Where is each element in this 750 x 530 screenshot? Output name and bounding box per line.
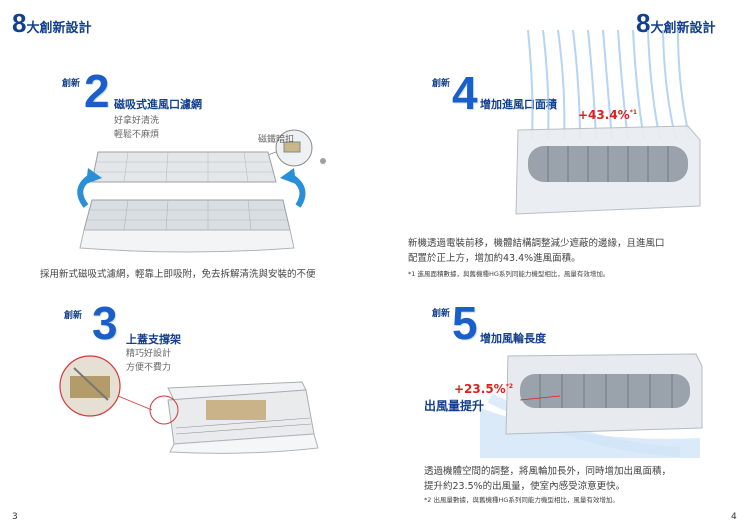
- page-number-right: 4: [731, 512, 737, 522]
- feature-2-caption: 採用新式磁吸式濾網，輕靠上即吸附，免去拆解清洗與安裝的不便: [40, 269, 316, 280]
- feature-2-number: 2: [84, 65, 110, 117]
- page-number-left: 3: [12, 512, 18, 522]
- feature-4-body-line-2: 配置於正上方，增加約43.4%進風面積。: [408, 253, 581, 264]
- feature-5-note: *2 出風量數據，與舊機種HG系列同能力機型相比，風量有效增加。: [424, 496, 619, 504]
- feature-4-body: 新機透過電裝前移，機體結構調整減少遮蔽的邊緣，且進風口 配置於正上方，增加約43…: [408, 236, 665, 266]
- intake-increase-unit: %: [617, 108, 630, 122]
- feature-5-body: 透過機體空間的調整，將風輪加長外，同時增加出風面積， 提升約23.5%的出風量，…: [424, 464, 671, 494]
- intake-airflow-illustration: [515, 30, 701, 215]
- feature-3-subtitle: 精巧好設計 方便不費力: [126, 347, 171, 375]
- feature-5-title: 增加風輪長度: [480, 332, 546, 345]
- feature-5-label: 創新: [432, 309, 451, 319]
- header-left-number: 8: [12, 8, 27, 38]
- feature-2-subtitle: 好拿好清洗 輕鬆不麻煩: [114, 114, 159, 142]
- feature-4-title: 增加進風口面積: [480, 98, 557, 111]
- header-right-number: 8: [636, 8, 651, 38]
- feature-3-sub-line-1: 精巧好設計: [126, 349, 172, 359]
- outflow-increase-value: +23.5: [454, 382, 494, 396]
- outflow-increase-label: 出風量提升: [424, 399, 485, 413]
- feature-5-body-line-1: 透過機體空間的調整，將風輪加長外，同時增加出風面積，: [424, 466, 672, 477]
- feature-4-body-line-1: 新機透過電裝前移，機體結構調整減少遮蔽的邊緣，且進風口: [408, 238, 665, 249]
- support-bracket-illustration: [59, 355, 319, 454]
- feature-5-number: 5: [452, 297, 478, 349]
- outflow-increase-badge: +23.5%*2: [454, 382, 513, 396]
- feature-3-label: 創新: [64, 311, 83, 321]
- feature-4-label: 創新: [432, 79, 451, 89]
- outflow-increase-unit: %: [493, 382, 506, 396]
- header-left-text: 大創新設計: [26, 21, 92, 36]
- feature-5-body-line-2: 提升約23.5%的出風量，使室內感受涼意更快。: [424, 481, 626, 492]
- filter-illustration: [77, 129, 326, 253]
- feature-4-number: 4: [452, 67, 478, 119]
- header-left: 8大創新設計: [12, 8, 91, 39]
- feature-4-note: *1 進風面積數據，與舊機種HG系列同能力機型相比，風量有效增加。: [408, 270, 610, 278]
- intake-increase-footnote-mark: *1: [629, 109, 638, 116]
- feature-2-sub-line-2: 輕鬆不麻煩: [114, 130, 160, 140]
- feature-2-sub-line-1: 好拿好清洗: [114, 116, 160, 126]
- intake-increase-badge: +43.4%*1: [578, 108, 637, 122]
- feature-3-number: 3: [92, 297, 118, 349]
- feature-3-sub-line-2: 方便不費力: [126, 363, 172, 373]
- feature-3-title: 上蓋支撐架: [126, 333, 181, 346]
- outflow-increase-footnote-mark: *2: [505, 383, 514, 390]
- header-right: 8大創新設計: [636, 8, 715, 39]
- header-right-text: 大創新設計: [650, 21, 716, 36]
- intake-increase-value: +43.4: [578, 108, 618, 122]
- magnet-callout-label: 磁鐵暗扣: [258, 135, 295, 145]
- outflow-airflow-illustration: [480, 353, 703, 458]
- feature-2-title: 磁吸式進風口濾網: [114, 98, 202, 111]
- feature-2-label: 創新: [62, 79, 81, 89]
